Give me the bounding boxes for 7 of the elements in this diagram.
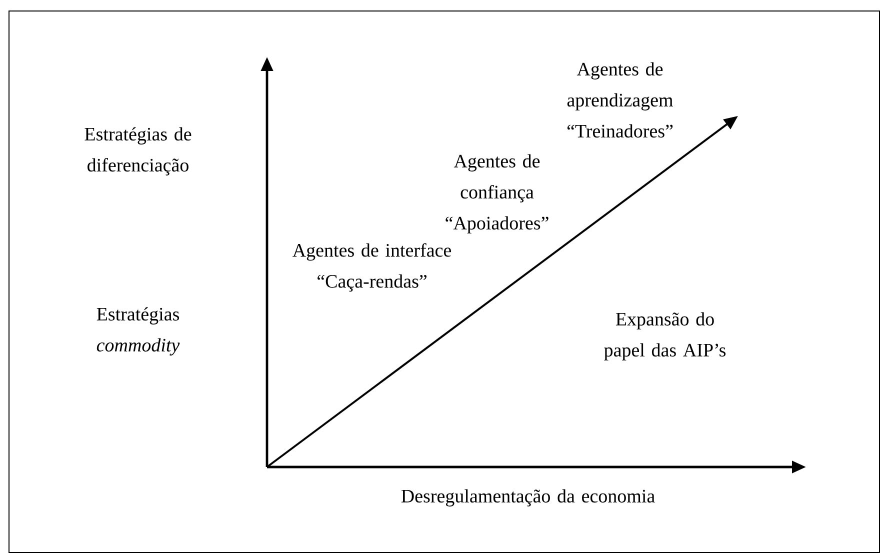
axis-label: Agentes de aprendizagem “Treinadores”: [567, 62, 673, 138]
axis-label: Expansão do papel das AIP’s: [604, 312, 726, 360]
axis-label: Desregulamentação da economia: [401, 489, 655, 506]
axis-label: Estratégias commodity: [96, 307, 180, 356]
axis-label: Estratégias de diferenciação: [84, 127, 192, 176]
axis-label: Agentes de interface “Caça-rendas”: [292, 243, 451, 292]
axis-label: Agentes de confiança “Apoiadores”: [446, 154, 548, 234]
